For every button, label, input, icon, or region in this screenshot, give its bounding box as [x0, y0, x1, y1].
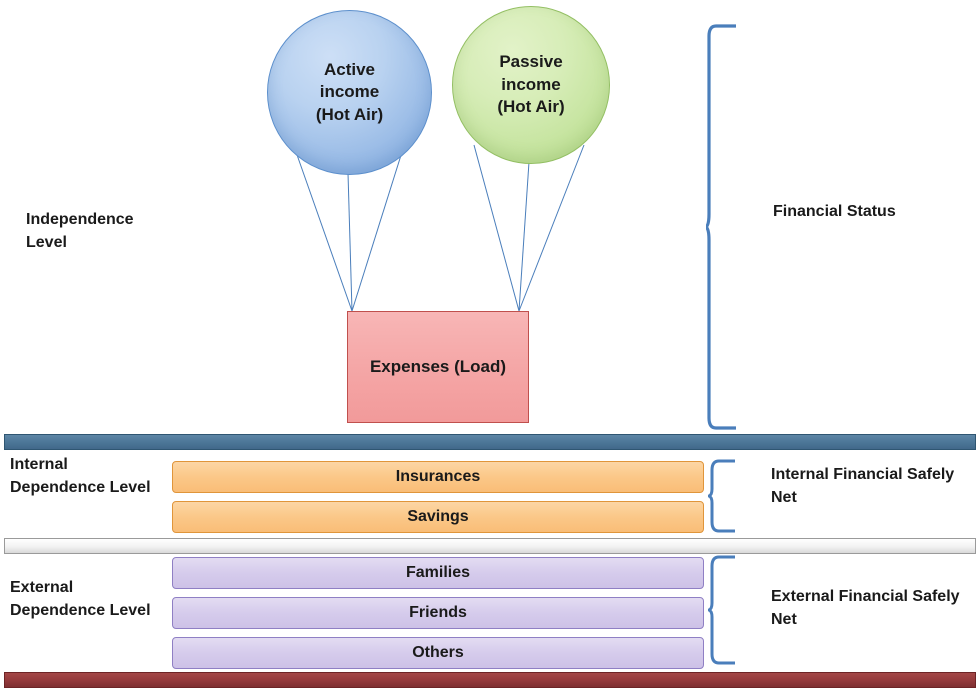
level-external-line2: Dependence [10, 602, 106, 620]
level-internal-line1: Internal [10, 456, 68, 473]
group-financial-status-line1: Financial [773, 203, 843, 220]
divider-bar-middle [4, 538, 976, 554]
level-independence-line2: Level [26, 234, 67, 252]
brace-internal-safety-net [708, 459, 735, 533]
group-label-financial-status: Financial Status [773, 200, 953, 223]
expenses-line1: Expenses [369, 356, 450, 376]
bar-savings: Savings [172, 501, 704, 533]
bar-families-label: Families [405, 564, 471, 581]
level-external-line1: External [10, 579, 74, 596]
divider-bar-bottom [4, 672, 976, 688]
balloon-passive-line1: Passive [499, 52, 563, 72]
balloon-active-income: Active income (Hot Air) [267, 10, 432, 175]
balloon-active-line3: (Hot Air) [315, 104, 384, 124]
bar-savings-label: Savings [407, 508, 469, 525]
balloon-passive-income: Passive income (Hot Air) [452, 6, 610, 164]
divider-bar-top [4, 434, 976, 450]
balloon-passive-line2: income [501, 74, 561, 94]
group-label-external-safety-net: External Financial Safely Net [771, 585, 966, 631]
bar-insurances: Insurances [172, 461, 704, 493]
bar-friends-label: Friends [409, 604, 467, 621]
group-label-internal-safety-net: Internal Financial Safely Net [771, 463, 966, 509]
bar-others: Others [172, 637, 704, 669]
level-internal-line2: Dependence [10, 479, 106, 497]
level-external-line3: Level [109, 602, 151, 620]
balloon-active-line1: Active [323, 59, 375, 79]
balloon-active-line2: income [319, 82, 380, 102]
group-internal-net-line1: Internal Financial [771, 466, 903, 483]
level-independence-line1: Independence [26, 211, 134, 228]
group-financial-status-line2: Status [846, 203, 896, 220]
level-internal-line3: Level [109, 479, 151, 497]
level-label-external-dependence: External Dependence Level [10, 576, 160, 622]
level-label-internal-dependence: Internal Dependence Level [10, 453, 160, 499]
expenses-box: Expenses (Load) [347, 311, 529, 423]
bar-insurances-label: Insurances [395, 468, 481, 485]
bar-families: Families [172, 557, 704, 589]
bar-others-label: Others [412, 644, 464, 661]
bar-friends: Friends [172, 597, 704, 629]
level-label-independence: Independence Level [26, 208, 176, 254]
balloon-passive-line3: (Hot Air) [497, 97, 565, 117]
expenses-line2: (Load) [454, 356, 507, 376]
brace-external-safety-net [708, 555, 735, 665]
group-external-net-line1: External Financial [771, 588, 908, 605]
brace-financial-status [706, 24, 736, 430]
group-internal-net-line2: Safely Net [771, 466, 955, 507]
group-external-net-line2: Safely Net [771, 588, 960, 629]
